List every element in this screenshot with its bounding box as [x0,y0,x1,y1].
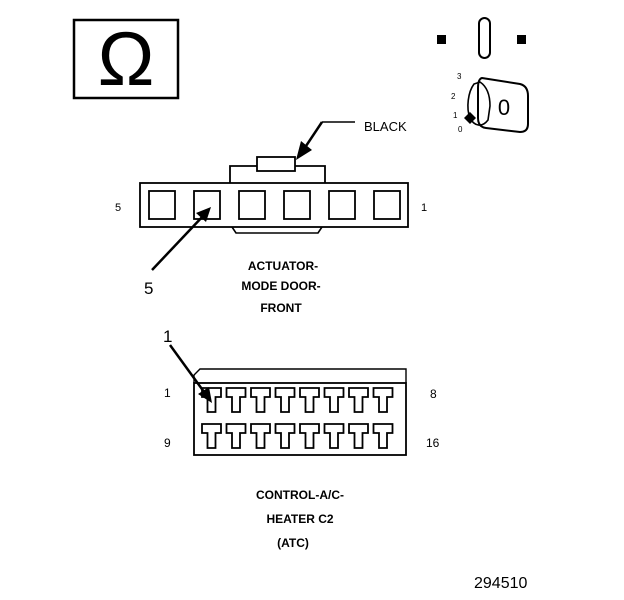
connector-title-line-3: FRONT [260,301,302,315]
key-slot-right-mark [517,35,526,44]
connector-top-rail-right [295,165,326,183]
terminal-cavity-6 [323,387,345,413]
connector-title-line-1: CONTROL-A/C- [256,488,344,502]
key-position-1: 1 [453,111,458,120]
terminal-cavity-2 [225,387,247,413]
pin-label-top-left: 1 [164,386,171,400]
connector-title-line-1: ACTUATOR- [248,259,318,273]
connector-bottom-lip [231,226,323,234]
wire-color-arrow-head [296,141,312,160]
pin-label-left: 5 [115,202,121,214]
pin-label-bottom-right: 16 [426,436,440,450]
key-label: 0 [498,95,510,120]
key-slot [478,17,491,59]
pin-label-bottom-left: 9 [164,436,171,450]
terminal-cavity-16 [372,423,394,449]
callout-arrow-head [198,387,212,403]
terminal-cavity-7 [348,387,369,413]
key-position-0: 0 [458,125,463,134]
heater-pin-grid [201,387,394,449]
callout-number: 5 [144,279,153,298]
terminal-cavity-8 [372,387,394,413]
connector-title-line-3: (ATC) [277,536,309,550]
connector-latch [256,156,296,172]
terminal-cavity-3 [250,387,271,413]
pin-label-top-right: 8 [430,387,437,401]
cavity-6 [148,190,176,220]
callout-number: 1 [163,327,172,346]
terminal-cavity-9 [201,423,222,449]
callout-arrow-shaft [168,344,209,397]
terminal-cavity-11 [250,423,271,449]
connector-body [139,182,409,228]
cavity-3 [283,190,311,220]
ohm-icon: Ω [98,17,155,102]
connector-top-rail-left [229,165,257,183]
key-position-2: 2 [451,92,456,101]
cavity-4 [238,190,266,220]
connector-top-edge [193,368,407,383]
terminal-cavity-4 [274,387,296,413]
connector-title-line-2: MODE DOOR- [241,279,320,293]
key-slot-left-mark [437,35,446,44]
wire-color-label: BLACK [364,119,407,134]
ohm-box [72,18,180,100]
figure-number: 294510 [474,575,527,592]
connector-body [193,382,407,456]
actuator-connector: BLACK 5 1 5 ACTUATOR- MODE DOOR- FRONT [115,119,427,315]
ignition-key-icon: 0 3 2 1 0 [437,17,529,134]
pin-label-right: 1 [421,202,427,214]
terminal-cavity-12 [274,423,296,449]
heater-control-connector: 1 1 8 9 16 CONTROL-A/C- HEATER C2 (ATC) [163,327,440,550]
callout-arrow-head [196,207,211,222]
terminal-cavity-5 [299,387,320,413]
terminal-cavity-13 [299,423,320,449]
key-position-pointer [464,112,476,124]
terminal-cavity-14 [323,423,345,449]
cavity-2 [328,190,356,220]
ohmmeter-symbol: Ω [72,17,180,102]
terminal-cavity-10 [225,423,247,449]
terminal-cavity-15 [348,423,369,449]
callout-arrow-shaft [151,214,205,271]
key-body [477,76,529,134]
key-position-3: 3 [457,72,462,81]
connector-title-line-2: HEATER C2 [266,512,333,526]
cavity-1 [373,190,401,220]
